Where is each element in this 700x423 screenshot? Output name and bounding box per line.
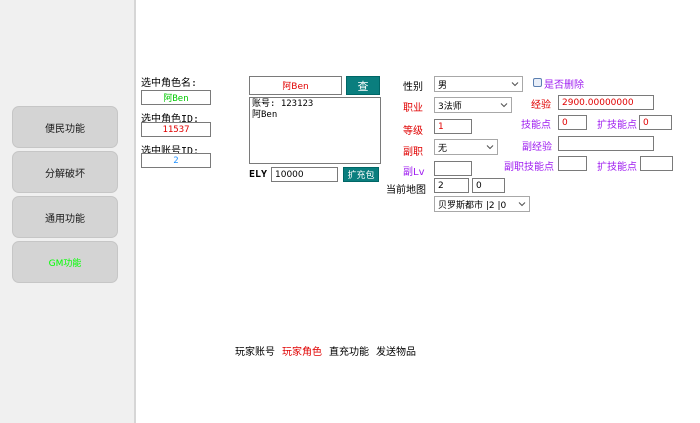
sublv-label: 副Lv: [403, 167, 425, 178]
nav-gm-button[interactable]: GM功能: [12, 241, 118, 283]
tab-send-items[interactable]: 发送物品: [376, 347, 416, 358]
tab-direct-recharge[interactable]: 直充功能: [329, 347, 369, 358]
selected-role-name-value: 阿Ben: [141, 90, 211, 105]
job-select-value: 3法师: [438, 101, 462, 112]
map-select-value: 贝罗斯都市 |2 |0: [438, 200, 507, 211]
gender-select-value: 男: [438, 80, 448, 91]
map-y-input[interactable]: 0: [472, 178, 505, 193]
job-select[interactable]: 3法师: [434, 97, 512, 113]
selected-role-id-value: 11537: [141, 122, 211, 137]
deleted-checkbox-label: 是否删除: [544, 80, 584, 91]
subexp-label: 副经验: [522, 142, 552, 153]
job-label: 职业: [403, 103, 423, 114]
selected-account-id-value: 2: [141, 153, 211, 168]
selected-role-id-label: 选中角色ID:: [141, 114, 200, 125]
subjob-select[interactable]: 无: [434, 139, 498, 155]
skill-points-label: 技能点: [521, 120, 551, 131]
level-input[interactable]: 1: [434, 119, 472, 134]
skill-points-input[interactable]: 0: [558, 115, 587, 130]
deleted-checkbox[interactable]: [533, 78, 542, 87]
subjob-label: 副职: [403, 147, 423, 158]
ext-skill-points-label: 扩技能点: [597, 120, 637, 131]
nav-convenience-button[interactable]: 便民功能: [12, 106, 118, 148]
ext-skill-points2-label: 扩技能点: [597, 162, 637, 173]
gender-select[interactable]: 男: [434, 76, 523, 92]
subjob-select-value: 无: [438, 143, 448, 154]
chevron-down-icon: [486, 145, 494, 150]
map-select[interactable]: 贝罗斯都市 |2 |0: [434, 196, 530, 212]
chevron-down-icon: [518, 202, 526, 207]
nav-decompose-button[interactable]: 分解破坏: [12, 151, 118, 193]
expand-pack-button[interactable]: 扩充包: [343, 167, 379, 182]
search-input[interactable]: 阿Ben: [249, 76, 342, 95]
ext-skill-points2-input[interactable]: [640, 156, 673, 171]
map-x-input[interactable]: 2: [434, 178, 469, 193]
subexp-input[interactable]: [558, 136, 654, 151]
sublv-input[interactable]: [434, 161, 472, 176]
gender-label: 性别: [403, 82, 423, 93]
search-button[interactable]: 查: [346, 76, 380, 95]
subjob-skill-label: 副职技能点: [504, 162, 554, 173]
exp-label: 经验: [531, 100, 551, 111]
search-result-list[interactable]: 账号: 123123 阿Ben: [249, 97, 381, 164]
selected-account-id-label: 选中账号ID:: [141, 146, 200, 157]
tab-player-accounts[interactable]: 玩家账号: [235, 347, 275, 358]
ely-input[interactable]: 10000: [271, 167, 338, 182]
chevron-down-icon: [500, 103, 508, 108]
current-map-label: 当前地图: [386, 185, 426, 196]
ext-skill-points-input[interactable]: 0: [639, 115, 672, 130]
subjob-skill-input[interactable]: [558, 156, 587, 171]
selected-role-name-label: 选中角色名:: [141, 78, 198, 89]
chevron-down-icon: [511, 82, 519, 87]
level-label: 等级: [403, 126, 423, 137]
nav-general-button[interactable]: 通用功能: [12, 196, 118, 238]
sidebar: 便民功能 分解破坏 通用功能 GM功能: [0, 0, 136, 423]
tab-player-roles[interactable]: 玩家角色: [282, 347, 322, 358]
ely-label: ELY: [249, 169, 268, 180]
exp-input[interactable]: 2900.00000000: [558, 95, 654, 110]
